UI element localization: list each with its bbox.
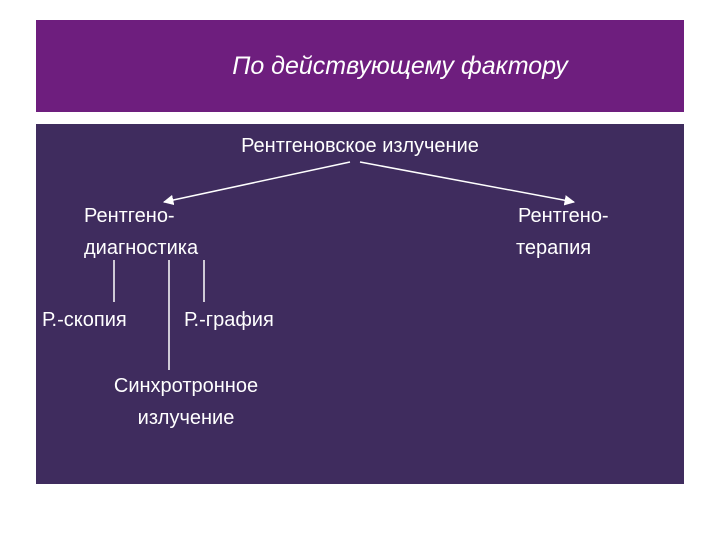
synchrotron-line1: Синхротронное (113, 375, 259, 397)
arrow-to-therapy (359, 161, 576, 206)
diagram-panel: Рентгеновское излучение Рентгено- диагно… (36, 124, 684, 484)
synchrotron-line2: излучение (137, 407, 235, 429)
therapy-line1: Рентгено- (518, 205, 609, 227)
root-node: Рентгеновское излучение (241, 135, 479, 157)
diagnostics-line2: диагностика (84, 237, 199, 259)
arrow-to-diagnostics (162, 161, 351, 206)
diagnostics-line1: Рентгено- (84, 205, 175, 227)
therapy-line2: терапия (516, 237, 592, 259)
connector-lines (113, 161, 576, 370)
title-banner: По действующему фактору (36, 20, 684, 112)
graphy-node: Р.-графия (184, 309, 274, 331)
scopy-node: Р.-скопия (42, 309, 127, 331)
slide-title: По действующему фактору (232, 52, 568, 80)
